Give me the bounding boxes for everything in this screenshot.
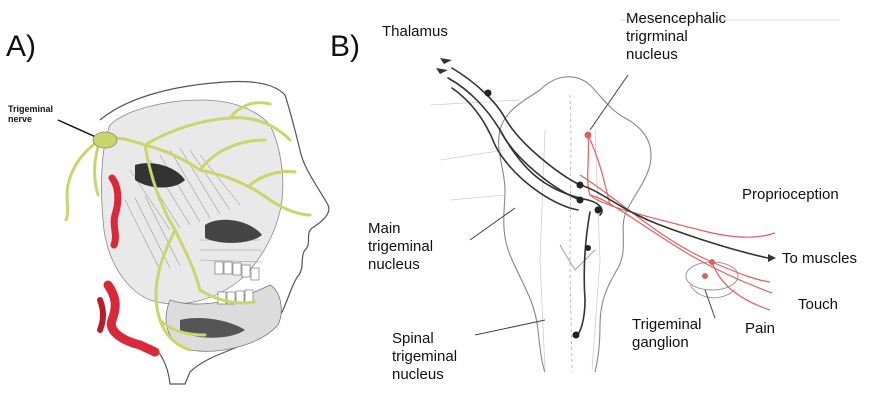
to-muscles-label: To muscles (782, 250, 857, 268)
proprioception-label: Proprioception (742, 186, 839, 204)
mesencephalic-line2: trigrminal (626, 28, 726, 46)
main-line2: trigeminal (368, 238, 433, 256)
ganglion-line1: Trigeminal (632, 316, 701, 334)
ganglion-line2: ganglion (632, 334, 701, 352)
mesencephalic-node (585, 132, 592, 139)
spinal-line3: nucleus (392, 366, 457, 384)
brainstem-outline (499, 77, 651, 372)
thalamus-arrowhead-2 (436, 68, 448, 74)
mesencephalic-line1: Mesencephalic (626, 10, 726, 28)
spinal-trigeminal-nucleus-label: Spinal trigeminal nucleus (392, 330, 457, 384)
mesencephalic-line3: nucleus (626, 46, 726, 64)
nucleus-nodes (485, 90, 602, 339)
node-2 (577, 182, 584, 189)
thalamus-label: Thalamus (382, 23, 448, 41)
main-line1: Main (368, 220, 433, 238)
main-line3: nucleus (368, 256, 433, 274)
muscle-arrowhead (768, 254, 776, 262)
node-3 (577, 197, 584, 204)
brainstem-midline (570, 95, 572, 372)
node-4 (595, 207, 602, 214)
trigeminal-ganglion-label: Trigeminal ganglion (632, 316, 701, 352)
node-5 (585, 245, 591, 251)
mesencephalic-nucleus-label: Mesencephalic trigrminal nucleus (626, 10, 726, 64)
ganglion-node-upper (709, 259, 715, 265)
thalamus-arrowhead-1 (440, 58, 452, 64)
label-pointer-lines (470, 75, 715, 335)
main-trigeminal-nucleus-label: Main trigeminal nucleus (368, 220, 433, 274)
node-6 (573, 332, 580, 339)
spinal-line2: trigeminal (392, 348, 457, 366)
ascending-pathways (448, 68, 768, 335)
touch-label: Touch (798, 296, 838, 314)
node-1 (485, 90, 492, 97)
pain-label: Pain (745, 320, 775, 338)
spinal-line1: Spinal (392, 330, 457, 348)
ganglion-node-lower (702, 273, 708, 279)
